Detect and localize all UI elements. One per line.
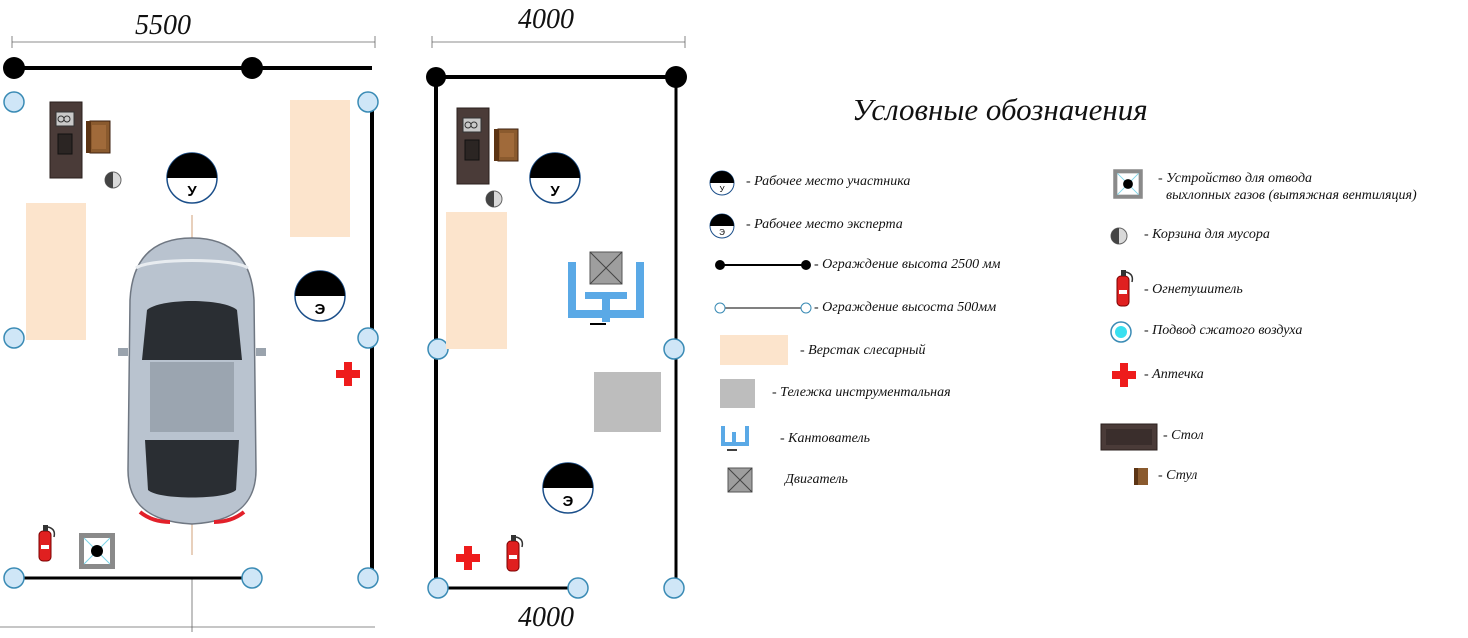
plan1-width-label: 5500	[135, 10, 191, 41]
car-icon	[118, 215, 266, 555]
legend-label-table: - Стол	[1163, 428, 1204, 443]
legend-fence-high-icon	[715, 260, 811, 270]
legend-label-air: - Подвод сжатого воздуха	[1144, 323, 1303, 338]
plan1-air-outlet	[3, 91, 25, 113]
plan2-participant-marker: У	[529, 152, 581, 204]
legend-fire-extinguisher-icon	[1116, 269, 1134, 307]
legend-label-tilter: - Кантователь	[780, 431, 870, 446]
plan1-workbench	[26, 203, 86, 340]
plan1-air-outlet	[357, 91, 379, 113]
plan2-air-outlet	[427, 338, 449, 360]
plan1-participant-marker: У	[166, 152, 218, 204]
plan1-trash-bin-icon	[104, 171, 122, 189]
legend-label-extinguisher: - Огнетушитель	[1144, 282, 1243, 297]
plan1-dimension-line	[0, 36, 376, 632]
plan2-width-label-top: 4000	[518, 4, 574, 35]
plan2-workbench	[446, 212, 507, 349]
plan1-first-aid-icon	[336, 362, 360, 386]
plan2-engine-icon	[589, 251, 623, 285]
plan1-table-icon	[49, 101, 83, 179]
plan1-chair-icon	[85, 120, 111, 154]
legend-label-engine: Двигатель	[785, 472, 848, 487]
plan1-air-outlet	[357, 567, 379, 589]
legend-table-icon	[1100, 423, 1158, 451]
legend-participant-letter: У	[719, 185, 725, 194]
legend-label-workbench: - Верстак слесарный	[800, 343, 926, 358]
plan1-workbench	[290, 100, 350, 237]
plan2-width-label-bottom: 4000	[518, 602, 574, 633]
legend-chair-icon	[1134, 468, 1148, 485]
plan1-exhaust-vent-icon	[78, 532, 116, 570]
plan1-fence-high	[3, 57, 372, 79]
legend-workbench-icon	[720, 335, 788, 365]
plan2-air-outlet	[663, 577, 685, 599]
legend-engine-icon	[727, 467, 753, 493]
legend-expert-letter: Э	[719, 228, 725, 237]
legend-exhaust-vent-icon	[1112, 168, 1144, 200]
legend-fence-low-icon	[714, 302, 812, 314]
plan2-table-icon	[456, 107, 490, 185]
expert-letter: Э	[315, 301, 326, 318]
plan1-air-outlet	[3, 567, 25, 589]
legend-label-expert: - Рабочее место эксперта	[746, 217, 903, 232]
legend-expert-icon: Э	[709, 213, 735, 239]
legend-label-exhaust-line2: выхлопных газов (вытяжная вентиляция)	[1166, 188, 1417, 203]
plan2-expert-marker: Э	[542, 462, 594, 514]
participant-letter: У	[550, 183, 560, 200]
plan2-tool-cart	[594, 372, 661, 432]
plan1-fire-extinguisher-icon	[38, 524, 56, 562]
legend-label-tool-cart: - Тележка инструментальная	[772, 385, 951, 400]
legend-trash-bin-icon	[1110, 227, 1128, 245]
plan2-tilter-icon	[568, 262, 644, 325]
expert-letter: Э	[563, 493, 574, 510]
plan1-expert-marker: Э	[294, 270, 346, 322]
plan2-air-outlet	[567, 577, 589, 599]
plan2-first-aid-icon	[456, 546, 480, 570]
legend-label-chair: - Стул	[1158, 468, 1198, 483]
legend-compressed-air-icon	[1110, 321, 1132, 343]
legend-first-aid-icon	[1112, 363, 1136, 387]
plan2-air-outlet	[427, 577, 449, 599]
legend-tool-cart-icon	[720, 379, 755, 408]
legend-label-exhaust-line1: - Устройство для отвода	[1158, 171, 1313, 186]
legend-title: Условные обозначения	[852, 92, 1148, 127]
plan2-fire-extinguisher-icon	[506, 534, 524, 572]
legend-participant-icon: У	[709, 170, 735, 196]
legend-label-fence-low: - Ограждение высоста 500мм	[814, 300, 997, 315]
plan2-fence-high	[426, 66, 687, 588]
plan2-trash-bin-icon	[485, 190, 503, 208]
legend-tilter-icon	[721, 426, 749, 451]
plan2-air-outlet	[663, 338, 685, 360]
legend-label-first-aid: - Аптечка	[1144, 367, 1204, 382]
legend-label-participant: - Рабочее место участника	[746, 174, 911, 189]
plan1-air-outlet	[241, 567, 263, 589]
legend-label-fence-high: - Ограждение высота 2500 мм	[814, 257, 1001, 272]
plan1-air-outlet	[3, 327, 25, 349]
legend-label-trash: - Корзина для мусора	[1144, 227, 1270, 242]
plan2-chair-icon	[493, 128, 519, 162]
plan2-dimension-line	[431, 36, 686, 48]
participant-letter: У	[187, 183, 197, 200]
plan1-air-outlet	[357, 327, 379, 349]
